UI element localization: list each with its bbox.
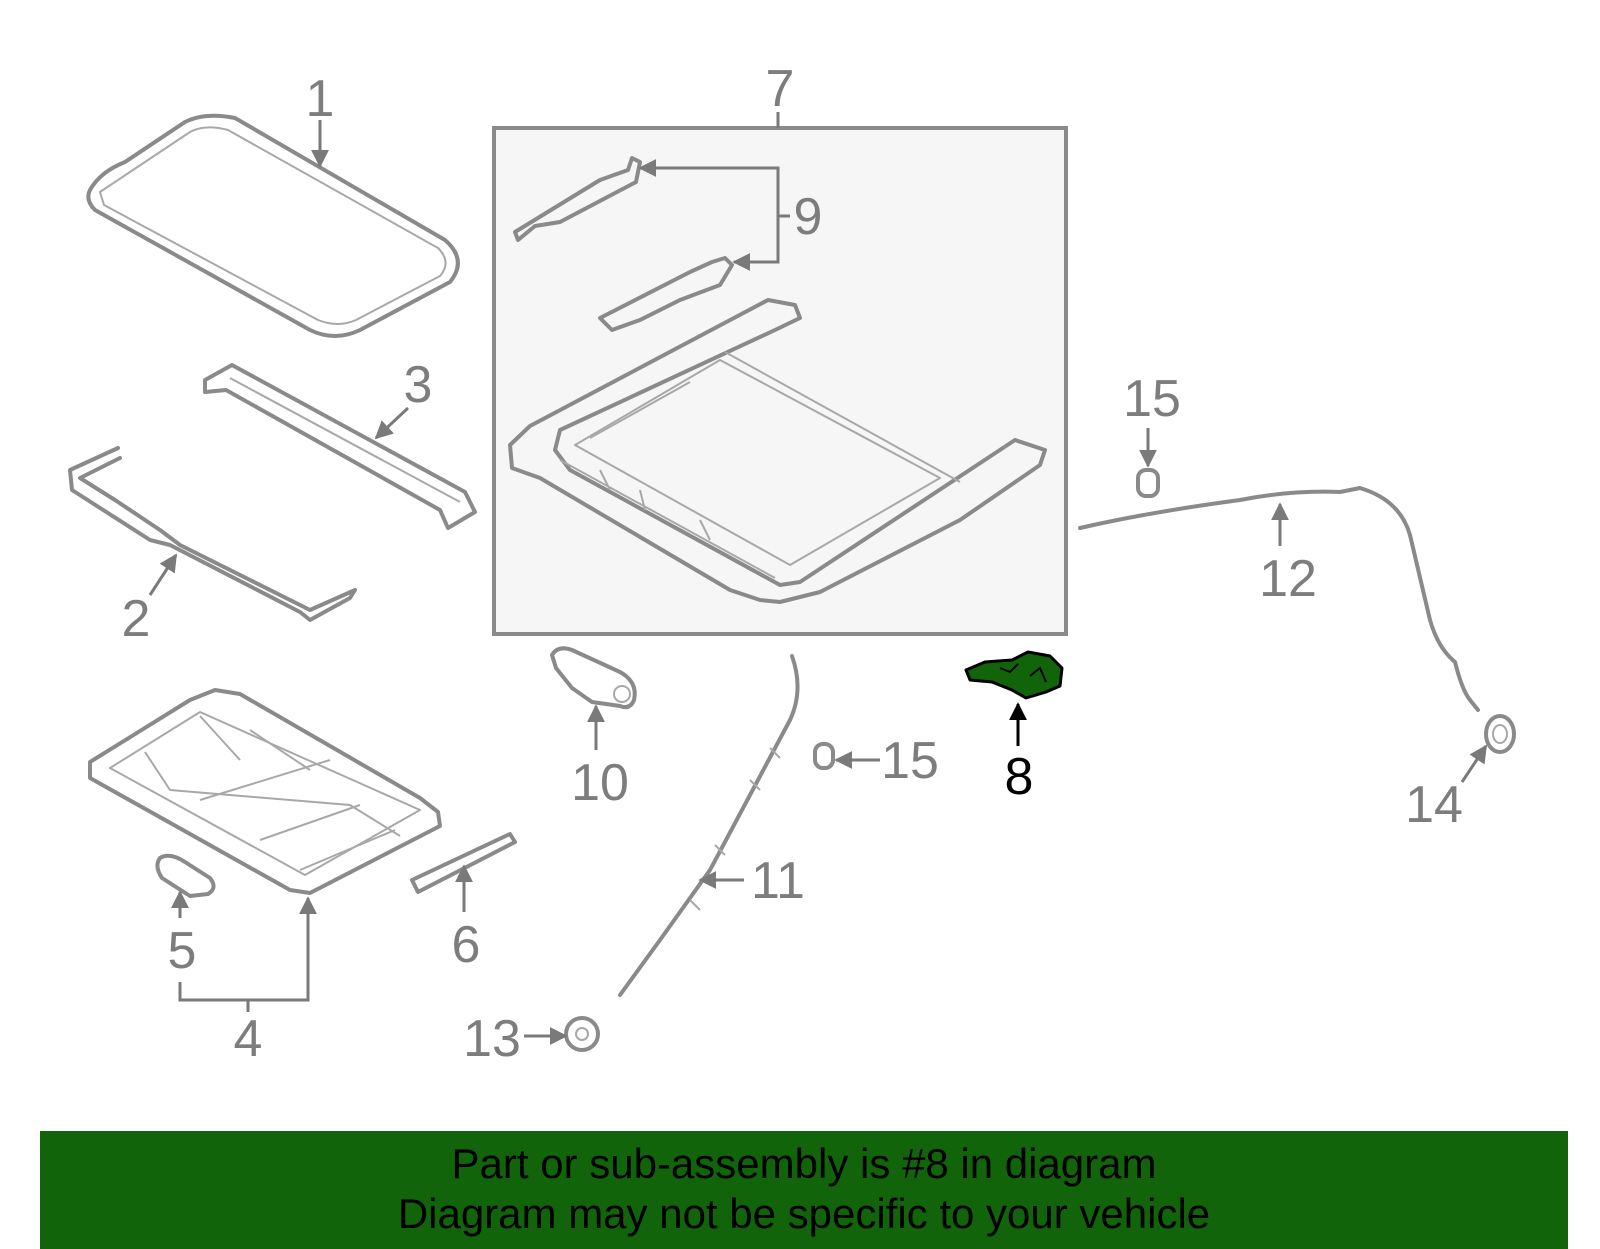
part-13-clip <box>564 1016 600 1052</box>
callout-3: 3 <box>404 356 433 414</box>
part-15-plug-upper <box>1136 468 1160 498</box>
part-3-rail <box>203 363 477 530</box>
callout-15-upper: 15 <box>1123 370 1181 428</box>
callout-12: 12 <box>1259 550 1317 608</box>
callout-9: 9 <box>794 188 823 246</box>
part-7-frame-assembly <box>492 126 1068 636</box>
callout-5: 5 <box>168 922 197 980</box>
part-1-glass-panel <box>86 113 460 338</box>
callout-13: 13 <box>463 1010 521 1068</box>
part-6-trim <box>410 832 517 894</box>
part-5-handle <box>155 853 216 898</box>
part-2-seal <box>68 446 357 622</box>
callout-15-lower: 15 <box>881 732 939 790</box>
part-10-motor <box>550 646 637 710</box>
callout-14: 14 <box>1405 776 1463 834</box>
part-14-grommet <box>1484 714 1516 754</box>
callout-11: 11 <box>751 852 805 910</box>
part-4-sunshade <box>88 688 442 895</box>
part-11-drain-tube <box>618 654 800 997</box>
callout-6: 6 <box>452 916 481 974</box>
part-8-bracket <box>964 650 1064 700</box>
callout-8: 8 <box>1005 748 1034 806</box>
part-15-plug-lower <box>813 742 835 770</box>
banner-line-2: Diagram may not be specific to your vehi… <box>397 1190 1211 1237</box>
info-banner: Part or sub-assembly is #8 in diagram Di… <box>40 1131 1568 1249</box>
banner-line-1: Part or sub-assembly is #8 in diagram <box>451 1140 1157 1187</box>
leader-lines <box>148 112 1488 1045</box>
callout-labels: 1 2 3 4 5 6 7 8 9 10 11 12 13 14 15 15 <box>122 60 1463 1068</box>
callout-4: 4 <box>234 1010 263 1068</box>
part-12-drain-tube <box>1078 486 1480 712</box>
callout-2: 2 <box>122 590 151 648</box>
callout-7: 7 <box>766 60 795 118</box>
callout-1: 1 <box>306 70 335 128</box>
callout-10: 10 <box>571 754 629 812</box>
